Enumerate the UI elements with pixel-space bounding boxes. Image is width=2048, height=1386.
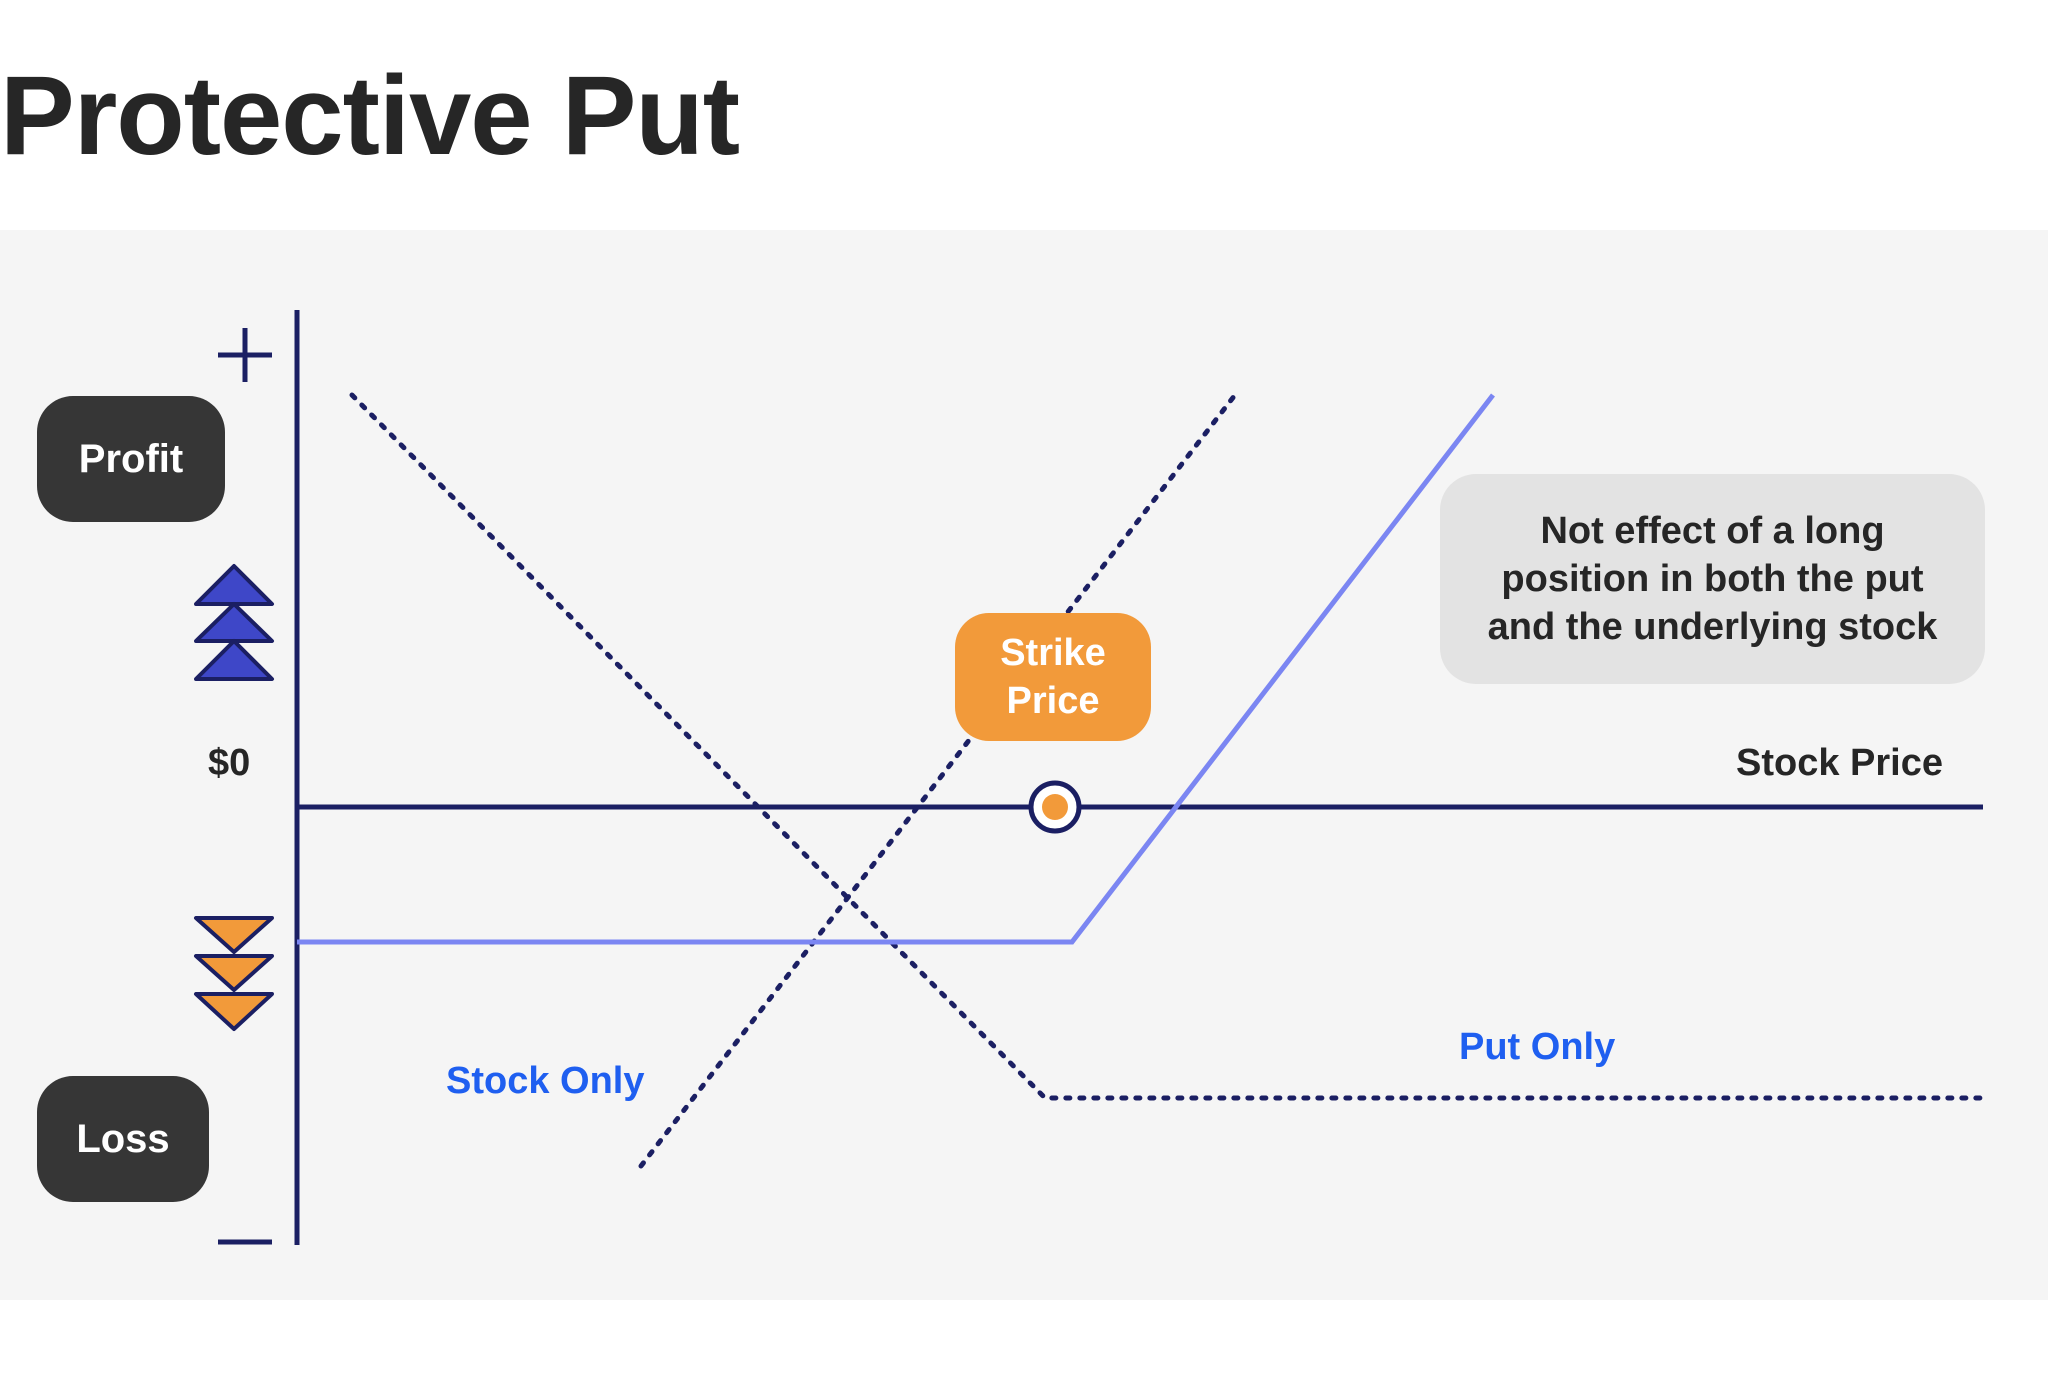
- put-only-label: Put Only: [1459, 1026, 1616, 1068]
- page-title: Protective Put: [0, 53, 740, 178]
- strike-label-line2: Price: [1006, 680, 1100, 722]
- triangle-down-icon: [194, 916, 274, 954]
- triangle-up-icon: [194, 639, 274, 681]
- zero-label: $0: [208, 742, 251, 784]
- note-line2: position in both the put: [1501, 558, 1924, 600]
- strike-label-line1: Strike: [1000, 632, 1106, 674]
- triangle-down-icon: [194, 954, 274, 992]
- loss-arrows: [194, 916, 274, 1031]
- note-line3: and the underlying stock: [1487, 606, 1938, 648]
- x-axis-label: Stock Price: [1736, 742, 1943, 784]
- protective-put-line: [297, 393, 1495, 945]
- triangle-down-icon: [194, 992, 274, 1031]
- loss-label: Loss: [37, 1076, 209, 1202]
- profit-label-text: Profit: [78, 436, 184, 481]
- put-only-line: [349, 392, 1986, 1101]
- triangle-up-icon: [194, 602, 274, 643]
- stock-only-line: [638, 392, 1238, 1169]
- triangle-up-icon: [194, 564, 274, 606]
- note-line1: Not effect of a long: [1540, 510, 1885, 552]
- profit-arrows: [194, 564, 274, 681]
- strike-price-label: Strike Price: [955, 613, 1151, 741]
- loss-label-text: Loss: [76, 1116, 170, 1161]
- diagram-panel: [0, 230, 2048, 1300]
- profit-label: Profit: [37, 396, 225, 522]
- strike-marker-dot: [1042, 794, 1068, 820]
- stock-only-label: Stock Only: [446, 1060, 645, 1102]
- note-box: Not effect of a long position in both th…: [1440, 474, 1985, 684]
